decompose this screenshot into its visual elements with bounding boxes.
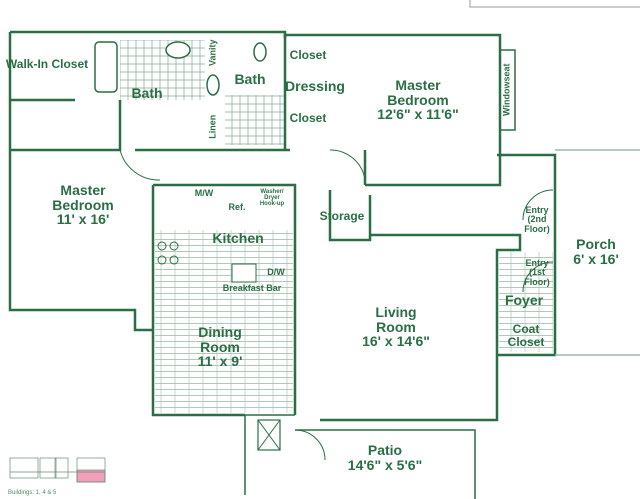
- room-name: Dining Room: [198, 324, 242, 355]
- room-name: Master Bedroom: [387, 77, 449, 108]
- room-size: 16' x 14'6": [362, 333, 430, 350]
- label-washer-dryer: Washer/ Dryer Hook-up: [259, 189, 285, 207]
- room-dressing: Dressing: [285, 78, 345, 94]
- label-breakfast-bar: Breakfast Bar: [222, 283, 282, 293]
- room-name: Patio: [367, 442, 403, 458]
- room-size: 14'6" x 5'6": [347, 456, 423, 473]
- room-storage: Storage: [319, 209, 365, 223]
- room-closet-bottom: Closet: [289, 111, 327, 125]
- room-living-room: Living Room 16' x 14'6": [362, 305, 430, 349]
- room-closet-top: Closet: [289, 48, 327, 62]
- room-master-bedroom-right: Master Bedroom 12'6" x 11'6": [377, 78, 458, 122]
- room-name: Porch: [576, 236, 616, 252]
- room-patio: Patio 14'6" x 5'6": [348, 443, 422, 472]
- room-bath-2: Bath: [234, 71, 266, 87]
- room-size: 11' x 16': [56, 211, 110, 228]
- room-walk-in-closet: Walk-In Closet: [5, 57, 89, 71]
- room-name: Master Bedroom: [52, 182, 114, 213]
- room-master-bedroom-left: Master Bedroom 11' x 16': [52, 183, 113, 227]
- room-size: 11' x 9': [197, 353, 243, 370]
- label-windowseat: Windowseat: [501, 63, 512, 116]
- room-dining-room: Dining Room 11' x 9': [198, 325, 243, 369]
- room-kitchen: Kitchen: [212, 230, 264, 246]
- label-dishwasher: D/W: [267, 267, 285, 277]
- room-porch: Porch 6' x 16': [573, 237, 619, 266]
- label-linen: Linen: [207, 114, 218, 139]
- key-plan-caption: Buildings: 1, 4 & 5: [8, 490, 57, 496]
- label-microwave: M/W: [194, 188, 214, 198]
- room-size: 6' x 16': [573, 250, 619, 267]
- label-refrigerator: Ref.: [228, 202, 246, 212]
- room-name: Living Room: [375, 304, 417, 335]
- label-entry-2nd-floor: Entry (2nd Floor): [524, 205, 550, 234]
- key-plan: [9, 457, 106, 483]
- room-foyer: Foyer: [504, 292, 544, 308]
- room-coat-closet: Coat Closet: [507, 322, 545, 349]
- room-size: 12'6" x 11'6": [377, 106, 459, 123]
- label-entry-1st-floor: Entry (1st Floor): [524, 258, 550, 287]
- room-bath-1: Bath: [131, 85, 163, 101]
- label-vanity: Vanity: [207, 39, 218, 66]
